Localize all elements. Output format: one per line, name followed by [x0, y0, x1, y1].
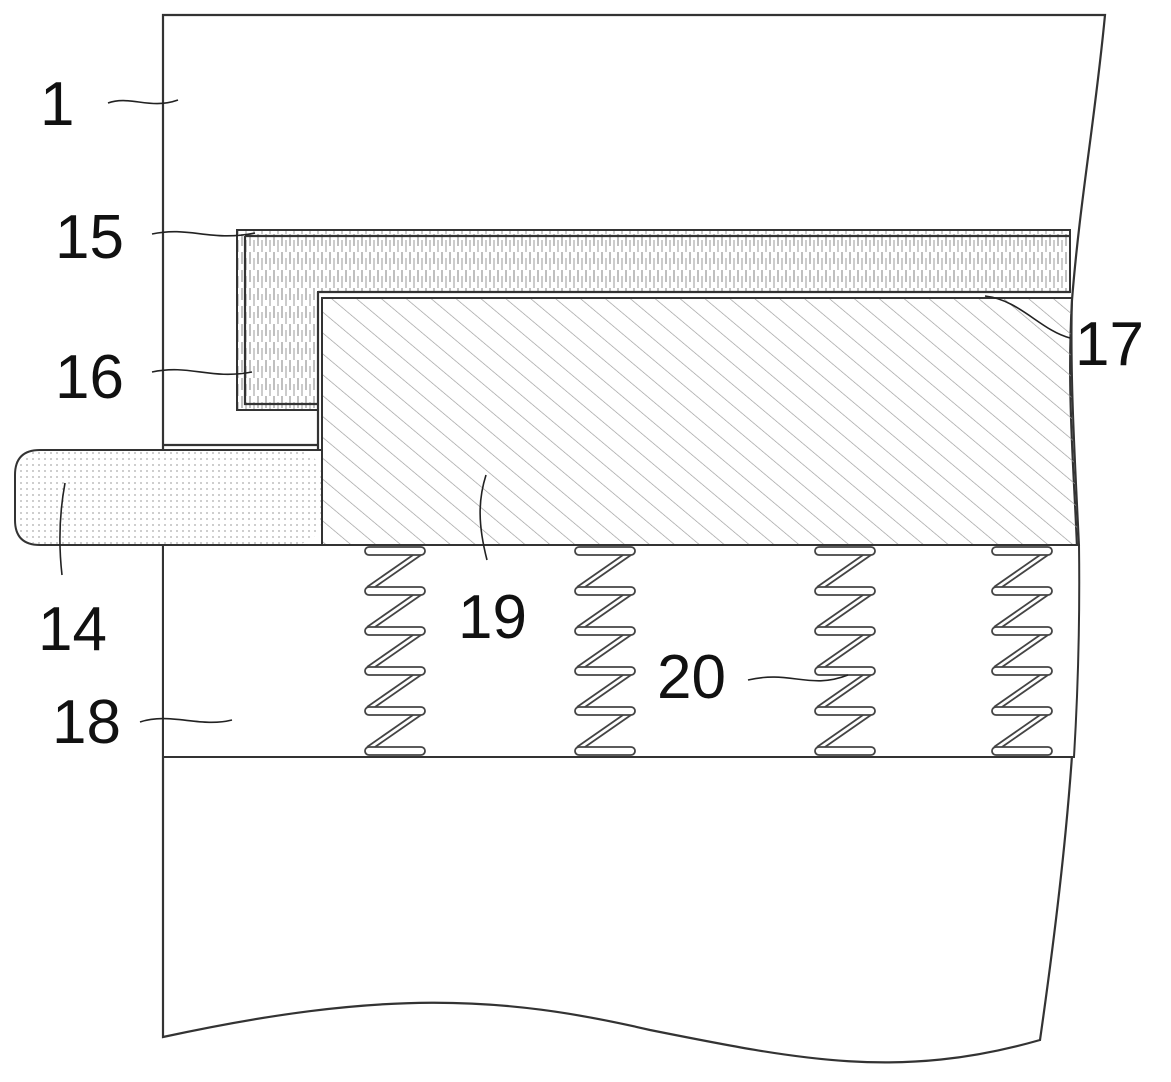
label-1: 1	[40, 70, 74, 139]
label-15: 15	[55, 203, 124, 272]
leader-1	[108, 100, 178, 104]
label-19: 19	[458, 583, 527, 652]
cavity	[163, 545, 1079, 757]
label-14: 14	[38, 595, 107, 664]
label-18: 18	[52, 688, 121, 757]
label-20: 20	[657, 643, 726, 712]
slider-block	[322, 298, 1079, 545]
label-17: 17	[1075, 310, 1144, 379]
label-16: 16	[55, 343, 124, 412]
rod-fill	[16, 451, 321, 544]
